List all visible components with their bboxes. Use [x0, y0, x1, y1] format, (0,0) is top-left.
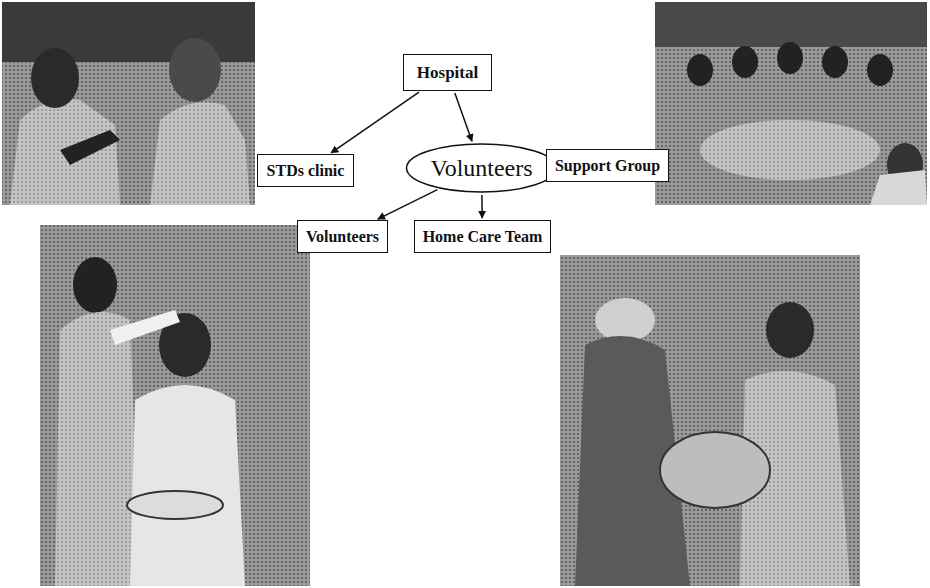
node-label: STDs clinic	[267, 162, 345, 180]
photo-home-care	[560, 255, 860, 586]
process-box: Support Group	[546, 149, 669, 182]
photo-support-group	[655, 2, 927, 205]
node-label: Volunteers	[430, 155, 532, 182]
hospital-box: Hospital	[403, 54, 492, 91]
volunteers-ellipse: Volunteers	[405, 143, 558, 193]
node-label: Volunteers	[306, 228, 379, 246]
arrow-connector	[331, 92, 419, 153]
arrow-connector	[481, 195, 483, 218]
node-label: Support Group	[555, 157, 660, 175]
arrow-connector	[378, 190, 438, 219]
node-label: Home Care Team	[423, 228, 543, 246]
process-box: Volunteers	[297, 220, 388, 253]
arrow-connector	[455, 93, 472, 141]
node-label: Hospital	[417, 63, 478, 83]
process-box: Home Care Team	[414, 220, 551, 253]
process-box: STDs clinic	[257, 154, 354, 187]
photo-clinic	[2, 2, 255, 205]
photo-volunteer	[40, 225, 310, 586]
